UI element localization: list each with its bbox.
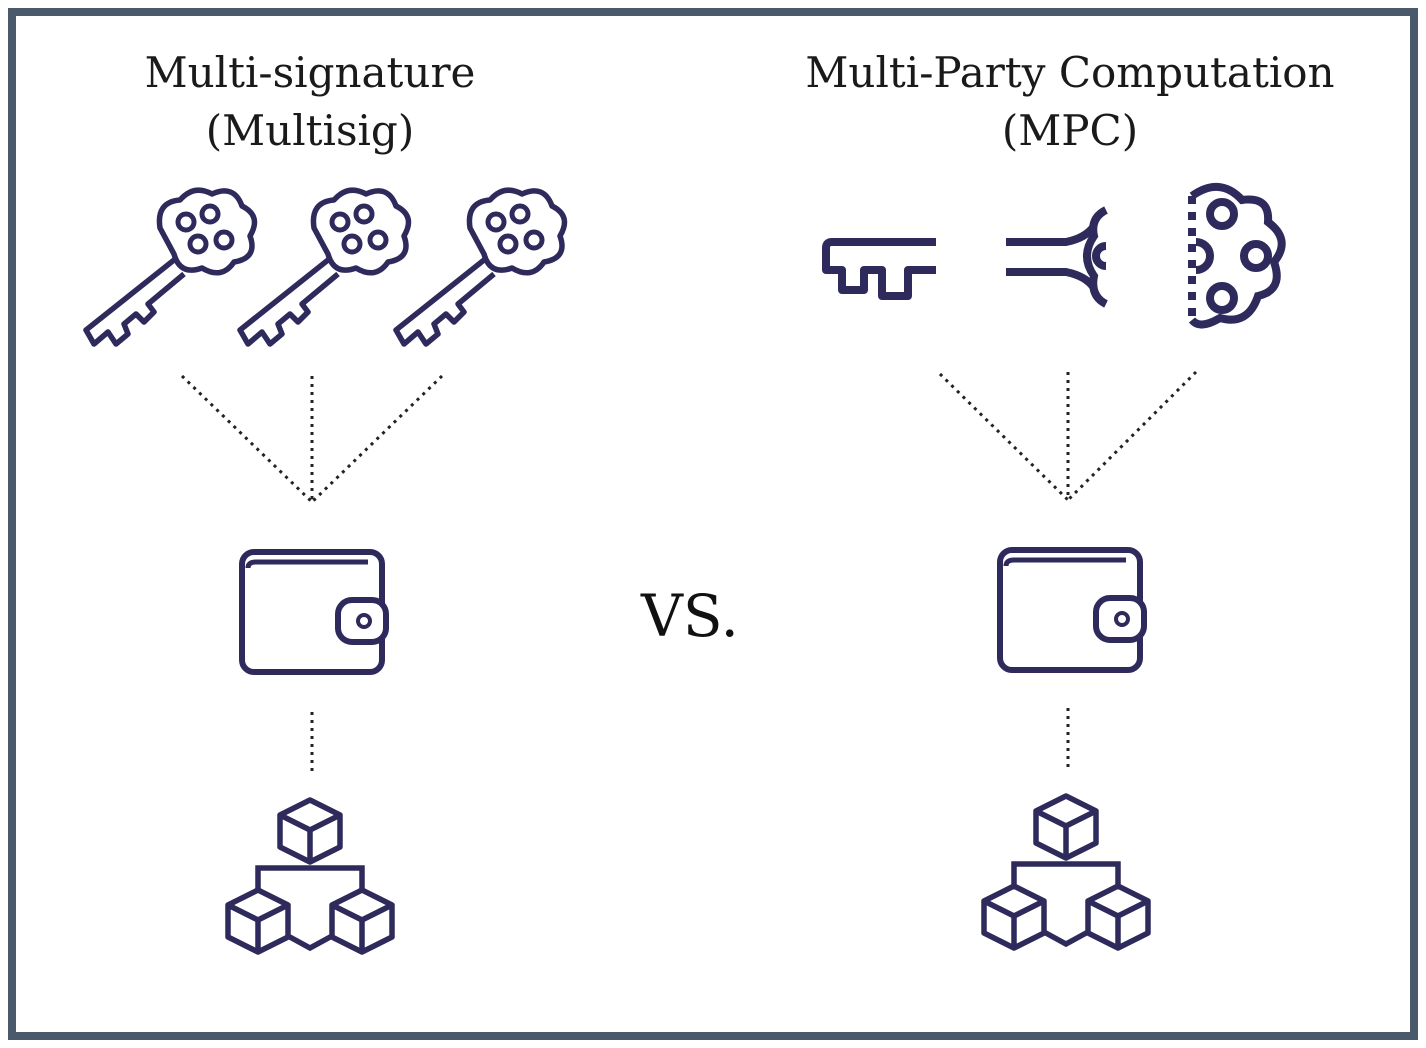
- mpc-title-line1: Multi-Party Computation: [805, 48, 1335, 97]
- key-shard-shaft-icon: [1006, 206, 1109, 308]
- mpc-title: Multi-Party Computation (MPC): [770, 44, 1370, 160]
- key-icon: [240, 190, 409, 344]
- vs-label: VS.: [641, 582, 739, 650]
- wallet-icon: [242, 552, 386, 672]
- mpc-title-line2: (MPC): [1001, 106, 1139, 155]
- blockchain-icon: [984, 796, 1148, 948]
- key-shard-bit-icon: [822, 238, 936, 300]
- diagram-frame: [8, 8, 1418, 1040]
- multisig-title: Multi-signature (Multisig): [90, 44, 530, 160]
- connector-lines: [938, 370, 1198, 768]
- multisig-title-line1: Multi-signature: [144, 48, 476, 97]
- key-icon: [396, 190, 565, 344]
- wallet-icon: [1000, 550, 1144, 670]
- key-icon: [86, 190, 255, 344]
- multisig-title-line2: (Multisig): [205, 106, 415, 155]
- key-shard-head-icon: [1188, 183, 1286, 329]
- blockchain-icon: [228, 800, 392, 952]
- connector-lines: [180, 374, 444, 772]
